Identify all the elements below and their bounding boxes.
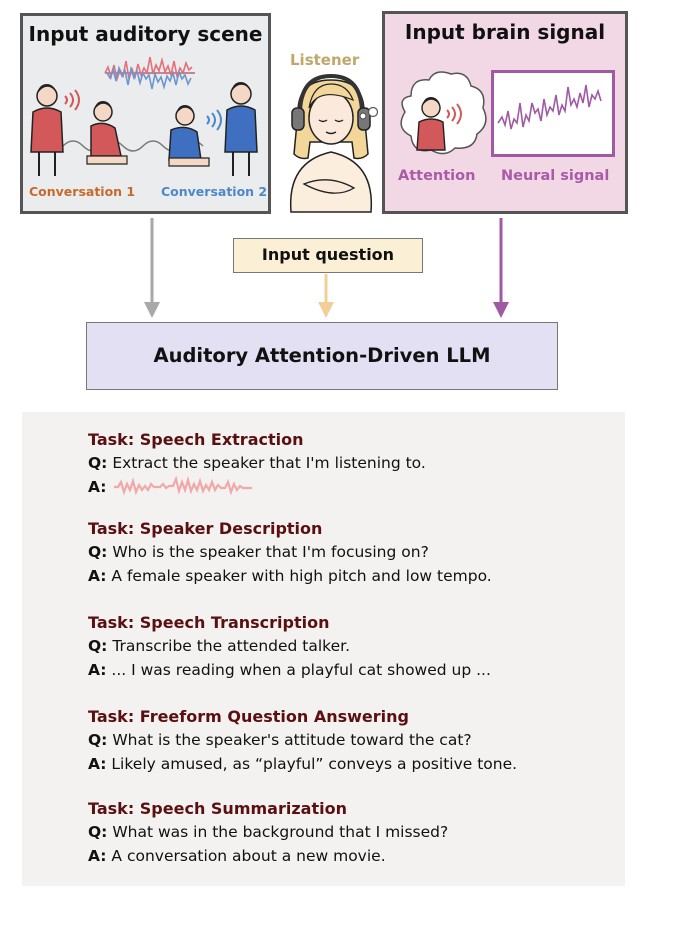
answer-text: ... I was reading when a playful cat sho… — [111, 661, 491, 679]
answer-prefix: A: — [88, 755, 107, 773]
person-icon — [86, 101, 128, 165]
person-icon — [168, 105, 210, 167]
auditory-scene-panel: Input auditory scene — [20, 13, 271, 214]
task-answer: A: Likely amused, as “playful” conveys a… — [88, 752, 517, 776]
task-answer: A: A female speaker with high pitch and … — [88, 564, 492, 588]
answer-prefix: A: — [88, 478, 107, 496]
auditory-scene-title: Input auditory scene — [28, 22, 263, 46]
task-question: Q: Transcribe the attended talker. — [88, 634, 491, 658]
question-text: Transcribe the attended talker. — [112, 637, 351, 655]
task-title: Task: Speech Extraction — [88, 430, 304, 449]
task-speech-transcription: Task: Speech Transcription Q: Transcribe… — [88, 611, 491, 682]
llm-box: Auditory Attention-Driven LLM — [86, 322, 558, 390]
task-answer: A: — [88, 475, 426, 499]
question-text: What was in the background that I missed… — [112, 823, 449, 841]
question-text: Extract the speaker that I'm listening t… — [112, 454, 426, 472]
question-prefix: Q: — [88, 731, 108, 749]
waveform-icon — [114, 476, 252, 496]
sound-wave-icon — [206, 109, 222, 131]
thought-bubble-icon — [359, 106, 379, 120]
question-text: What is the speaker's attitude toward th… — [112, 731, 472, 749]
brain-signal-panel: Input brain signal Attention Neural sign… — [382, 11, 628, 214]
answer-prefix: A: — [88, 661, 107, 679]
task-question: Q: What was in the background that I mis… — [88, 820, 448, 844]
brain-signal-title: Input brain signal — [404, 20, 606, 44]
task-title: Task: Freeform Question Answering — [88, 707, 409, 726]
task-freeform-qa: Task: Freeform Question Answering Q: Wha… — [88, 705, 517, 776]
neural-signal-frame — [491, 70, 615, 157]
sound-wave-icon — [64, 89, 80, 111]
answer-prefix: A: — [88, 567, 107, 585]
listener-headphones-icon — [289, 73, 373, 213]
task-speech-extraction: Task: Speech Extraction Q: Extract the s… — [88, 428, 426, 499]
waveform-icon — [104, 56, 195, 90]
question-arrow — [318, 274, 334, 318]
sound-wave-icon — [446, 103, 462, 125]
task-speech-summarization: Task: Speech Summarization Q: What was i… — [88, 797, 448, 868]
task-title: Task: Speaker Description — [88, 519, 323, 538]
brain-arrow — [493, 218, 509, 318]
task-question: Q: What is the speaker's attitude toward… — [88, 728, 517, 752]
task-answer: A: A conversation about a new movie. — [88, 844, 448, 868]
question-prefix: Q: — [88, 823, 108, 841]
auditory-scene-illustration — [30, 56, 258, 176]
person-icon — [30, 84, 64, 176]
answer-text: A female speaker with high pitch and low… — [111, 567, 492, 585]
neural-signal-label: Neural signal — [501, 168, 610, 184]
task-speaker-description: Task: Speaker Description Q: Who is the … — [88, 517, 492, 588]
attention-label: Attention — [398, 168, 476, 184]
attention-thought-cloud — [400, 71, 487, 155]
person-icon — [416, 97, 446, 151]
conversation-1-label: Conversation 1 — [29, 184, 136, 199]
task-question: Q: Extract the speaker that I'm listenin… — [88, 451, 426, 475]
input-question-box: Input question — [233, 238, 423, 273]
neural-signal-icon — [497, 84, 602, 130]
answer-prefix: A: — [88, 847, 107, 865]
question-prefix: Q: — [88, 454, 108, 472]
answer-text: A conversation about a new movie. — [111, 847, 386, 865]
scene-arrow — [144, 218, 160, 318]
question-prefix: Q: — [88, 637, 108, 655]
question-text: Who is the speaker that I'm focusing on? — [112, 543, 429, 561]
task-title: Task: Speech Transcription — [88, 613, 330, 632]
task-answer: A: ... I was reading when a playful cat … — [88, 658, 491, 682]
answer-text: Likely amused, as “playful” conveys a po… — [111, 755, 518, 773]
tasks-panel: Task: Speech Extraction Q: Extract the s… — [22, 412, 625, 886]
task-question: Q: Who is the speaker that I'm focusing … — [88, 540, 492, 564]
conversation-2-label: Conversation 2 — [161, 184, 268, 199]
question-prefix: Q: — [88, 543, 108, 561]
person-icon — [224, 82, 258, 176]
task-title: Task: Speech Summarization — [88, 799, 347, 818]
listener-label: Listener — [290, 51, 360, 69]
